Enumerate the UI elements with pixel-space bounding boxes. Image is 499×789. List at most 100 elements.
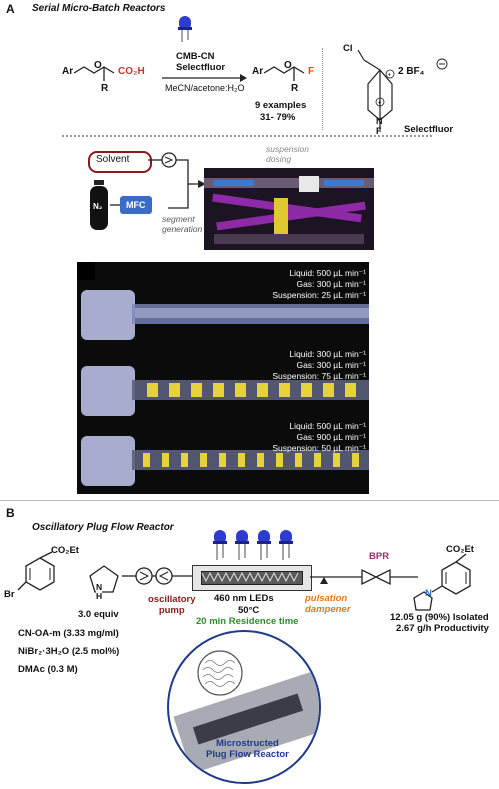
row2-suspension: Suspension: 75 µL min⁻¹ <box>272 371 366 381</box>
selectfluor-f: F <box>376 126 382 136</box>
horizontal-divider <box>62 135 432 137</box>
selectfluor-cl: Cl <box>343 43 353 54</box>
outlet-line <box>310 568 418 586</box>
isolated-yield: 12.05 g (90%) Isolated <box>390 612 489 623</box>
condition-solvent: DMAc (0.3 M) <box>18 664 78 675</box>
selectfluor-label: Selectfluor <box>404 124 454 135</box>
negative-charge-icon <box>436 58 448 70</box>
row1-liquid: Liquid: 500 µL min⁻¹ <box>289 268 366 278</box>
pyrrolidine-nh: N H <box>96 582 103 601</box>
suspension-plug <box>257 453 264 467</box>
reagent-selectfluor: Selectfluor <box>176 62 226 73</box>
suspension-plug <box>235 383 246 397</box>
circle-caption: Microstructed Plug Flow Reactor <box>206 738 289 760</box>
panel-b-title: Oscillatory Plug Flow Reactor <box>32 522 174 533</box>
sm-acid-group: CO₂H <box>118 66 145 77</box>
sm-ar: Ar <box>62 66 74 77</box>
suspension-plug <box>147 383 158 397</box>
svg-text:+: + <box>378 101 382 107</box>
row2-gas: Gas: 300 µL min⁻¹ <box>296 360 366 370</box>
product-oxygen: O <box>284 60 292 71</box>
yield-range: 31- 79% <box>260 112 296 123</box>
led-array-icons <box>213 530 293 560</box>
led-wavelength: 460 nm LEDs <box>214 593 274 604</box>
productivity: 2.67 g/h Productivity <box>396 623 489 634</box>
suspension-plug <box>276 453 283 467</box>
svg-text:+: + <box>388 73 392 79</box>
suspension-plug <box>213 383 224 397</box>
reaction-solvent: MeCN/acetone:H₂O <box>165 83 245 93</box>
led-icon <box>178 16 192 42</box>
suspension-plugs <box>143 383 359 467</box>
suspension-plug <box>333 453 340 467</box>
row1-gas: Gas: 300 µL min⁻¹ <box>296 279 366 289</box>
suspension-plug <box>345 383 356 397</box>
section-divider <box>0 500 499 501</box>
residence-time: 20 min Residence time <box>196 616 299 627</box>
sm-r-group: R <box>101 83 109 94</box>
solvent-reservoir <box>88 151 152 173</box>
suspension-dosing-label: suspension dosing <box>266 144 310 164</box>
oscillatory-pump-label: oscillatory pump <box>148 594 196 616</box>
mfc-box <box>120 196 152 214</box>
suspension-plug <box>301 383 312 397</box>
selectfluor-counterion: 2 BF₄ <box>398 66 425 77</box>
sm1-ester: CO₂Et <box>51 545 79 556</box>
pulsation-dampener-label: pulsation dampener <box>305 593 351 615</box>
led-icon <box>213 530 227 560</box>
suspension-plug <box>295 453 302 467</box>
product-b-nitrogen: N <box>425 588 432 599</box>
row3-suspension: Suspension: 50 µL min⁻¹ <box>272 443 366 453</box>
suspension-plug <box>257 383 268 397</box>
panel-b-letter: B <box>6 506 15 520</box>
segment-generation-label: segment generation <box>162 214 203 234</box>
pyrrolidine-structure <box>89 565 119 593</box>
suspension-plug <box>169 383 180 397</box>
led-icon <box>235 530 249 560</box>
solvent-label: Solvent <box>96 154 130 165</box>
suspension-plug <box>143 453 150 467</box>
examples-count: 9 examples <box>255 100 307 111</box>
reactor-magnified-view <box>167 630 321 784</box>
condition-catalyst: CN-OA-m (3.33 mg/ml) <box>18 628 119 639</box>
reagent-cmb-cn: CMB-CN <box>176 51 215 62</box>
product-fluorine: F <box>308 66 315 77</box>
oscillatory-pump-icon <box>122 567 192 585</box>
reactor-channel-pattern <box>201 571 299 583</box>
row1-suspension: Suspension: 25 µL min⁻¹ <box>272 290 366 300</box>
reaction-arrow <box>162 74 247 82</box>
led-icon <box>257 530 271 560</box>
condition-nickel: NiBr₂·3H₂O (2.5 mol%) <box>18 646 120 657</box>
n2-label: N₂ <box>93 202 103 211</box>
selectfluor-structure: + + <box>357 49 395 130</box>
suspension-plug <box>219 453 226 467</box>
suspension-plug <box>162 453 169 467</box>
row3-gas: Gas: 900 µL min⁻¹ <box>296 432 366 442</box>
suspension-plug <box>323 383 334 397</box>
product-structure <box>263 66 305 81</box>
row3-liquid: Liquid: 500 µL min⁻¹ <box>289 421 366 431</box>
panel-a-letter: A <box>6 2 15 16</box>
channel-detail-inset <box>197 650 243 696</box>
suspension-plug <box>191 383 202 397</box>
sm-oxygen: O <box>94 60 102 71</box>
product-b-structure <box>413 553 471 611</box>
starting-material-structure <box>73 66 115 81</box>
suspension-plug <box>238 453 245 467</box>
led-icon <box>279 530 293 560</box>
panel-a-title: Serial Micro-Batch Reactors <box>32 3 166 14</box>
amine-equiv: 3.0 equiv <box>78 609 119 620</box>
row2-liquid: Liquid: 300 µL min⁻¹ <box>289 349 366 359</box>
flow-lines <box>148 152 206 209</box>
suspension-plug <box>200 453 207 467</box>
suspension-plug <box>314 453 321 467</box>
product-ar: Ar <box>252 66 264 77</box>
vertical-divider <box>322 48 323 130</box>
suspension-plug <box>279 383 290 397</box>
product-r-group: R <box>291 83 299 94</box>
mfc-label: MFC <box>126 200 146 210</box>
bpr-label: BPR <box>369 551 390 562</box>
selectfluor-n: N <box>376 116 383 126</box>
aryl-bromide-structure <box>17 551 55 591</box>
reaction-temperature: 50°C <box>238 605 260 616</box>
